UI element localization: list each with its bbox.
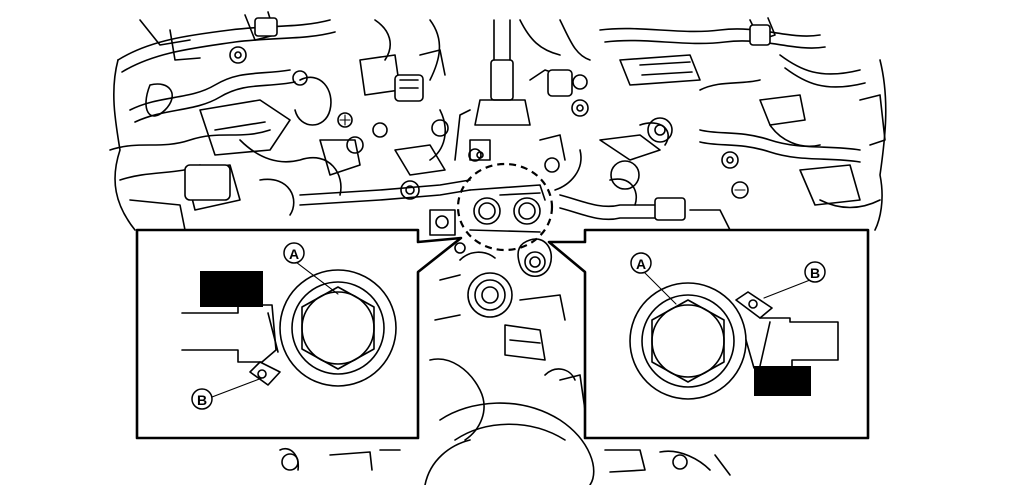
left-redaction-box — [200, 271, 263, 307]
right-redaction-box — [754, 366, 811, 396]
left-detail-panel — [135, 228, 463, 440]
svg-text:B: B — [810, 265, 820, 281]
right-detail-panel — [547, 228, 870, 440]
right-callout-a: A — [630, 252, 652, 274]
left-callout-a: A — [283, 242, 305, 264]
svg-text:B: B — [197, 392, 207, 408]
engine-line-art — [109, 11, 887, 485]
left-callout-b: B — [191, 388, 213, 410]
right-callout-b: B — [804, 261, 826, 283]
detail-indicator-circle — [456, 162, 554, 252]
svg-text:A: A — [636, 256, 646, 272]
detail-bolts — [469, 184, 546, 233]
svg-text:A: A — [289, 246, 299, 262]
